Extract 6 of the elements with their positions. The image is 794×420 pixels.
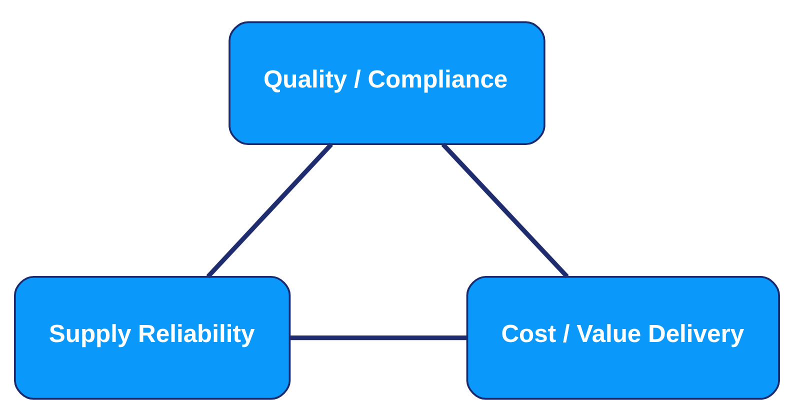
node-box: Quality / Compliance — [228, 20, 546, 145]
node-box: Cost / Value Delivery — [466, 275, 780, 400]
connector — [441, 142, 569, 278]
connector — [206, 142, 334, 278]
connector — [290, 335, 467, 340]
node-box: Supply Reliability — [14, 275, 291, 400]
